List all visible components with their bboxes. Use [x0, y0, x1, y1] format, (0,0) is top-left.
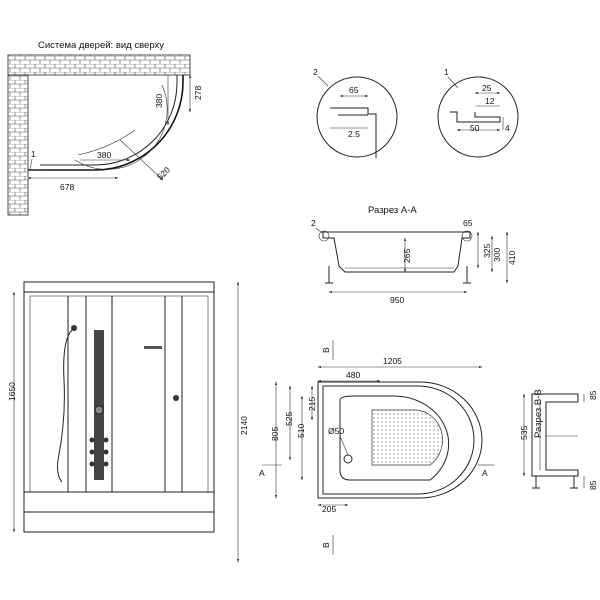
section-bb-tray: [531, 393, 579, 477]
cabin-tray-base: [23, 491, 215, 533]
cabin-glass-panel: [29, 295, 209, 493]
section-bb-title: Разрез В-В: [533, 389, 544, 438]
dim-d50: Ø50: [328, 426, 344, 436]
top-view-group: Система дверей: вид сверху 1 678 278 380…: [7, 40, 203, 216]
shelf-rail: [144, 346, 162, 349]
detail-1-profile: [450, 111, 501, 123]
section-mark-a-right: A: [482, 468, 488, 478]
section-aa-legs: [325, 266, 471, 284]
detail-2-circle: [316, 76, 398, 158]
tray-outer: [317, 381, 483, 499]
dim-4: 4: [505, 123, 510, 133]
brick-wall-top: [7, 54, 191, 76]
dim-25: 25: [482, 83, 492, 93]
section-mark-b-top: В: [321, 347, 331, 353]
tray-inner: [322, 385, 475, 495]
callout-1-top: 1: [31, 149, 36, 159]
section-aa-title: Разрез А-А: [368, 205, 417, 216]
shower-inner-arc: [40, 75, 178, 166]
brick-wall-left: [7, 74, 29, 216]
dim-535: 535: [519, 426, 529, 440]
dim-520-line: [119, 139, 164, 181]
door-handle-right-icon: [173, 395, 179, 401]
drain-icon: [343, 454, 353, 464]
section-bb-group: Разрез В-В 85 535 85: [519, 389, 598, 490]
detail-1-circle: [437, 76, 519, 158]
dim-325: 325: [482, 244, 492, 258]
section-aa-group: Разрез А-А 2 950 65 265 325 300 410: [311, 205, 517, 305]
cabin-roof: [23, 281, 215, 293]
section-bb-inner-step: [539, 402, 578, 470]
callout-2-detail: 2: [313, 67, 318, 77]
dim-678: 678: [60, 182, 74, 192]
callout-1-detail: 1: [444, 67, 449, 77]
dim-d50-leader: [339, 435, 349, 456]
dim-1650: 1650: [7, 382, 17, 401]
detail-2-group: 2 65 2.5: [313, 67, 398, 158]
dim-805: 805: [270, 427, 280, 441]
dim-65-section: 65: [463, 218, 473, 228]
dim-215: 215: [307, 397, 317, 411]
dim-480: 480: [346, 370, 360, 380]
detail-1-group: 1 25 12 50 4: [437, 67, 519, 158]
dim-265: 265: [402, 249, 412, 263]
dim-520: 520: [155, 165, 172, 182]
shower-hose-icon: [57, 329, 73, 483]
door-rail: [74, 84, 168, 170]
dim-85-bottom: 85: [588, 480, 598, 490]
dim-12: 12: [485, 96, 495, 106]
dim-380-vertical: 380: [154, 94, 164, 108]
shower-head-icon: [71, 325, 77, 331]
dim-2-5: 2.5: [348, 129, 360, 139]
front-view-group: 1650 2140: [7, 281, 249, 563]
tray-basin: [339, 395, 450, 481]
section-mark-a-left: A: [259, 468, 265, 478]
dim-1205: 1205: [383, 356, 402, 366]
dim-278: 278: [193, 86, 203, 100]
plan-view-group: В В A A 1205 480 805 525 510 215 Ø50 205: [259, 340, 494, 555]
tray-step-texture: [371, 409, 443, 466]
dim-65-detail-2: 65: [349, 85, 359, 95]
dim-2140: 2140: [239, 416, 249, 435]
dim-380-horizontal: 380: [97, 150, 111, 160]
callout-2-section: 2: [311, 218, 316, 228]
callout-1-leader: [29, 158, 33, 171]
massage-jets-icon: [89, 437, 109, 467]
dim-205: 205: [322, 504, 336, 514]
section-mark-b-bottom: В: [321, 542, 331, 548]
dim-85-top: 85: [588, 390, 598, 400]
control-knob-icon: [94, 405, 104, 415]
shower-outline: [28, 75, 184, 171]
cabin-outer-frame: [23, 281, 215, 513]
section-detail-2-circle: [318, 230, 330, 242]
dim-950: 950: [390, 295, 404, 305]
door-sliding-panel: [77, 129, 136, 156]
callout-1-detail-leader: [447, 76, 459, 89]
dim-525: 525: [284, 412, 294, 426]
dim-410: 410: [507, 251, 517, 265]
callout-2-leader: [317, 75, 329, 87]
control-panel: [94, 330, 104, 480]
section-bb-legs: [532, 476, 578, 489]
dim-300: 300: [492, 248, 502, 262]
section-aa-tray: [322, 231, 471, 273]
section-detail-1-circle: [461, 230, 473, 242]
detail-2-profile: [330, 107, 377, 158]
top-view-title: Система дверей: вид сверху: [38, 40, 164, 51]
dim-510: 510: [296, 424, 306, 438]
dim-50: 50: [470, 123, 480, 133]
